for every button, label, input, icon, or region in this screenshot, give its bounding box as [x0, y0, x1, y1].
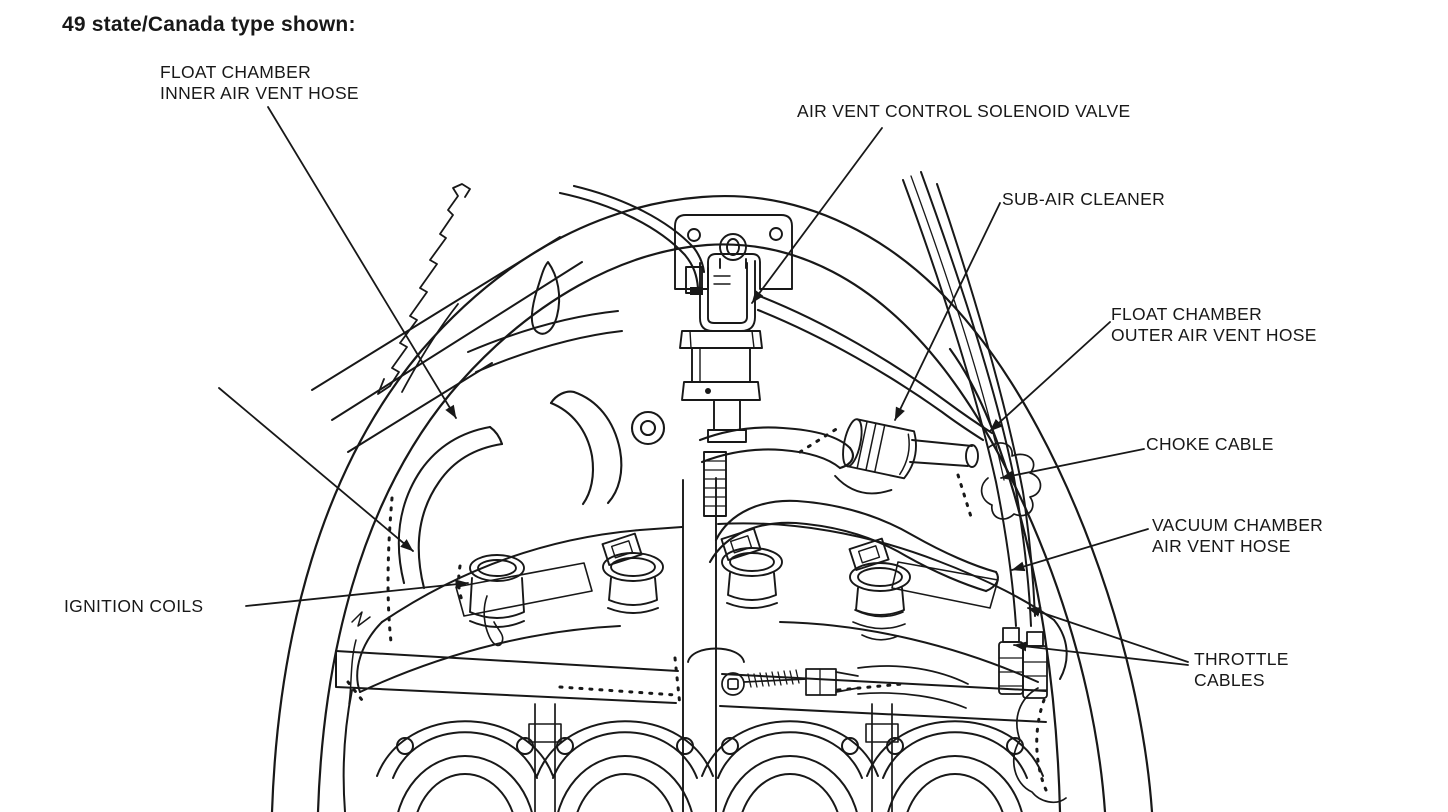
label-line: AIR VENT HOSE — [1152, 536, 1291, 556]
leader-air-vent-control-solenoid-valve — [751, 127, 883, 304]
label-line: FLOAT CHAMBER — [1111, 304, 1263, 324]
label-line: THROTTLE — [1194, 649, 1289, 669]
sub-air-cleaner-pipe — [909, 439, 979, 468]
label-choke-cable: CHOKE CABLE — [1146, 434, 1274, 455]
hidden-dotted-lines — [346, 426, 1048, 792]
leader-vacuum-chamber-air-vent-hose — [1011, 528, 1149, 572]
leader-throttle-cables-upper — [1027, 607, 1189, 663]
leader-lines — [218, 106, 1189, 666]
crankcase-breather-hose — [397, 425, 504, 590]
windscreen-torn-edge — [377, 183, 471, 395]
label-line: INNER AIR VENT HOSE — [160, 83, 359, 103]
label-air-vent-control-solenoid-valve: AIR VENT CONTROL SOLENOID VALVE — [797, 101, 1130, 122]
leader-ignition-coils — [245, 579, 469, 607]
label-line: IGNITION COILS — [64, 596, 204, 616]
label-ignition-coils: IGNITION COILS — [64, 596, 203, 617]
sub-air-cleaner — [834, 418, 917, 495]
float-chamber-vent-hoses — [755, 293, 994, 442]
label-float-chamber-outer-air-vent-hose: FLOAT CHAMBER OUTER AIR VENT HOSE — [1111, 304, 1317, 346]
valve-cover — [342, 522, 1068, 812]
ignition-coil — [469, 554, 525, 647]
spark-plug-caps — [601, 527, 911, 641]
label-throttle-cables: THROTTLE CABLES — [1194, 649, 1289, 691]
leader-throttle-cables-lower — [1013, 641, 1189, 666]
throttle-cable-adjuster — [721, 665, 969, 709]
center-spine — [682, 451, 745, 812]
label-line: VACUUM CHAMBER — [1152, 515, 1324, 535]
label-line: FLOAT CHAMBER — [160, 62, 312, 82]
label-vacuum-chamber-air-vent-hose: VACUUM CHAMBER AIR VENT HOSE — [1152, 515, 1323, 557]
label-sub-air-cleaner: SUB-AIR CLEANER — [1002, 189, 1165, 210]
leader-crankcase-breather-hose — [218, 387, 414, 552]
label-float-chamber-inner-air-vent-hose: FLOAT CHAMBER INNER AIR VENT HOSE — [160, 62, 359, 104]
throttle-cable-ends — [998, 627, 1048, 699]
label-line: AIR VENT CONTROL SOLENOID VALVE — [797, 101, 1131, 121]
frame-beam — [335, 650, 1047, 723]
leader-sub-air-cleaner — [894, 202, 1001, 421]
label-line: SUB-AIR CLEANER — [1002, 189, 1166, 209]
label-line: OUTER AIR VENT HOSE — [1111, 325, 1317, 345]
leader-float-chamber-outer-air-vent-hose — [989, 321, 1111, 432]
carburetor-intakes — [376, 703, 1044, 812]
page-title: 49 state/Canada type shown: — [62, 13, 356, 36]
label-line: CABLES — [1194, 670, 1265, 690]
airbox-edge — [311, 236, 623, 453]
upper-cable — [558, 184, 706, 290]
label-line: CHOKE CABLE — [1146, 434, 1274, 454]
fairing-pocket — [980, 442, 1067, 804]
leader-float-chamber-inner-air-vent-hose — [267, 106, 457, 419]
solenoid-mounting-bracket — [674, 214, 793, 290]
leader-choke-cable — [1000, 448, 1145, 481]
air-vent-solenoid-valve — [679, 233, 763, 443]
